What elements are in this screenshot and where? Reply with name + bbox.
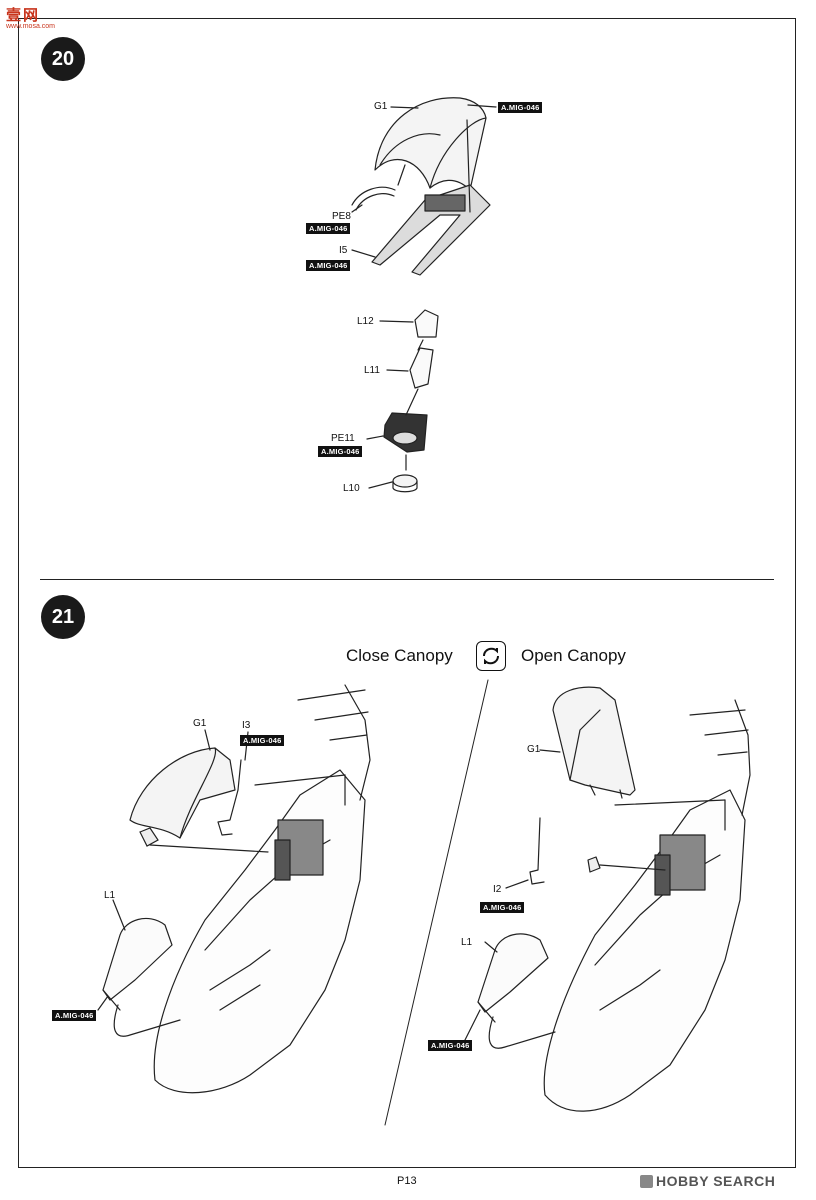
- l1-right: [477, 933, 549, 1013]
- l11-part: [409, 347, 434, 389]
- site-watermark: 壹网 www.mosa.com: [6, 4, 55, 30]
- label-i5: I5: [339, 245, 348, 256]
- label-l11: L11: [364, 365, 380, 376]
- label-l12: L12: [357, 316, 374, 327]
- page-frame: [18, 18, 796, 1168]
- pe11-part: [383, 412, 428, 453]
- l12-part: [414, 309, 439, 338]
- paint-code-i2: A.MIG-046: [480, 902, 525, 913]
- label-pe11: PE11: [331, 433, 355, 444]
- label-l1-left: L1: [104, 890, 116, 901]
- step-20-badge: 20: [41, 37, 85, 81]
- label-g1-closed: G1: [193, 718, 207, 729]
- paint-code-g1: A.MIG-046: [498, 102, 543, 113]
- rotate-icon: [483, 647, 499, 665]
- canopy-g1-part: [374, 97, 487, 191]
- label-l10: L10: [343, 483, 360, 494]
- pe8-part: [351, 186, 396, 206]
- i3-part: [217, 789, 239, 836]
- i2-part: [529, 817, 545, 885]
- label-pe8: PE8: [332, 211, 351, 222]
- site-watermark-cn: 壹网: [6, 7, 41, 24]
- label-l1-right: L1: [461, 937, 473, 948]
- close-canopy-label: Close Canopy: [346, 646, 453, 665]
- canopy-toggle-icon: [476, 641, 506, 671]
- section-divider: [40, 579, 774, 580]
- paint-code-i3: A.MIG-046: [240, 735, 285, 746]
- l1-left: [102, 917, 173, 1001]
- fuselage-open: [543, 699, 751, 1112]
- hobby-search-watermark: HOBBY SEARCH: [640, 1173, 775, 1189]
- hobby-search-logo-icon: [640, 1175, 653, 1188]
- fuselage-closed: [153, 684, 371, 1094]
- label-g1: G1: [374, 101, 388, 112]
- page-number: P13: [397, 1175, 417, 1187]
- paint-code-l1-left: A.MIG-046: [52, 1010, 97, 1021]
- hobby-search-text: HOBBY SEARCH: [656, 1173, 776, 1189]
- site-watermark-url: www.mosa.com: [6, 23, 56, 30]
- label-g1-open: G1: [527, 744, 541, 755]
- g1-open: [552, 686, 636, 796]
- label-i2: I2: [493, 884, 502, 895]
- i5-part: [371, 184, 491, 276]
- paint-code-pe11: A.MIG-046: [318, 446, 363, 457]
- label-i3: I3: [242, 720, 251, 731]
- l10-part: [392, 474, 418, 488]
- paint-code-l1-right: A.MIG-046: [428, 1040, 473, 1051]
- step-21-badge: 21: [41, 595, 85, 639]
- paint-code-pe8: A.MIG-046: [306, 223, 351, 234]
- open-canopy-label: Open Canopy: [521, 646, 626, 665]
- paint-code-i5: A.MIG-046: [306, 260, 351, 271]
